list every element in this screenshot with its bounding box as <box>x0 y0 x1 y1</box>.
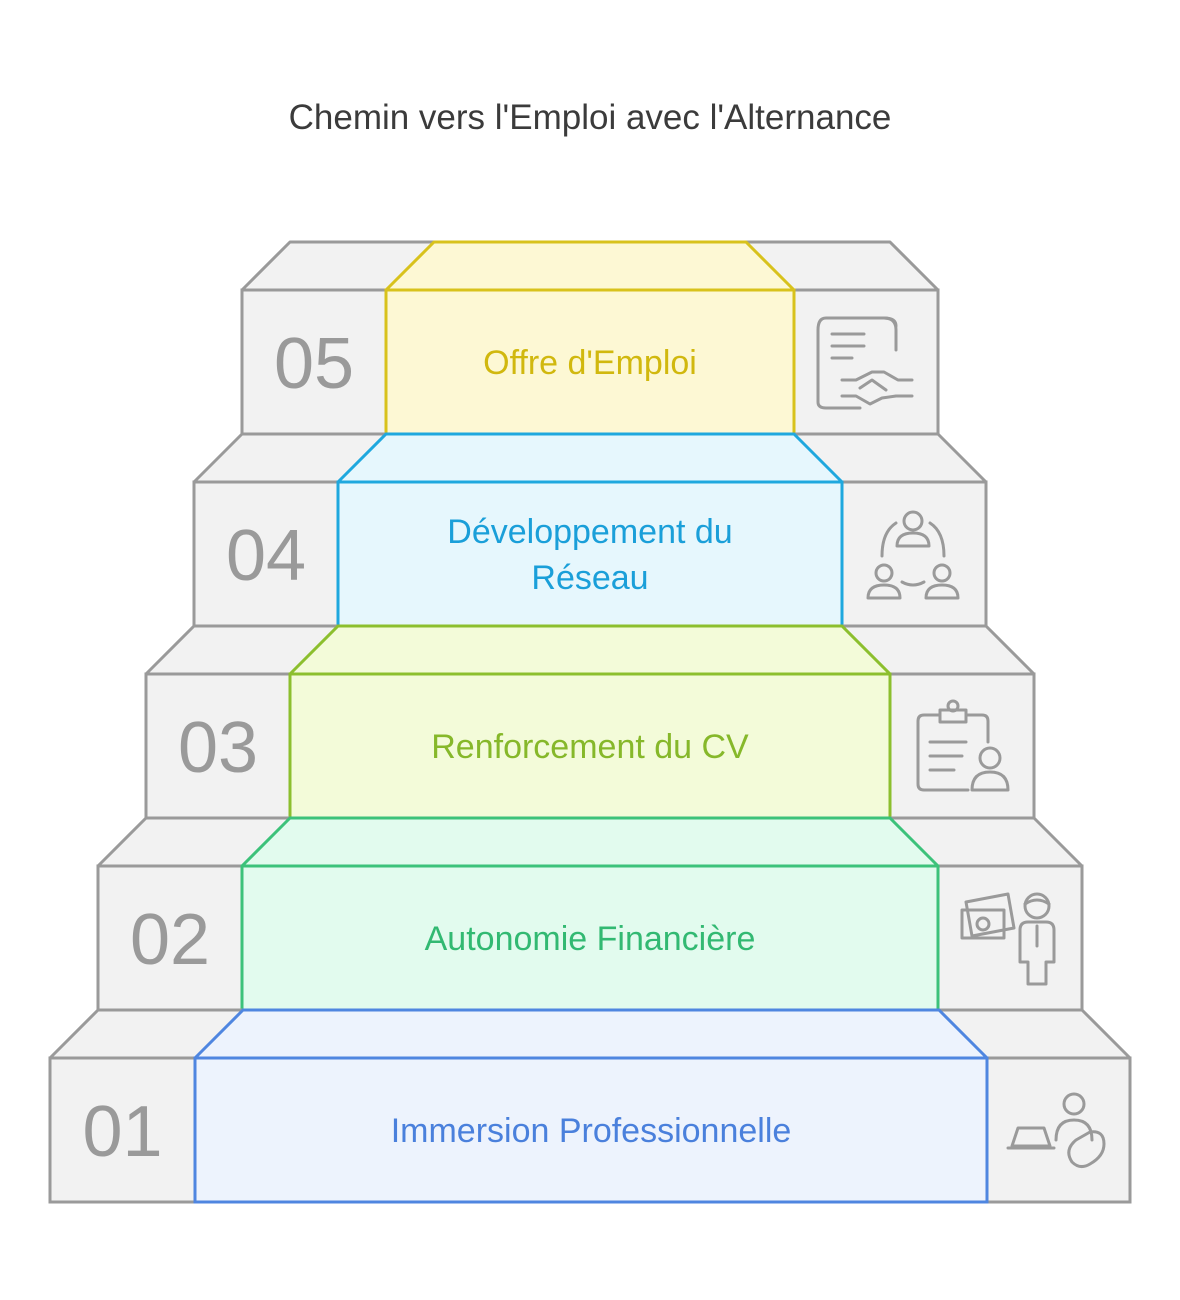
step-label: Immersion Professionnelle <box>391 1112 792 1150</box>
step-tread-colored <box>384 240 796 292</box>
step-label: Offre d'Emploi <box>483 344 697 382</box>
step-center-panel <box>240 864 940 1012</box>
step-label: Développement du <box>447 513 732 551</box>
step-center-panel <box>288 672 892 820</box>
step-01: 01 Immersion Professionnelle <box>48 1008 1132 1204</box>
step-tread-colored <box>240 816 940 868</box>
step-label: Renforcement du CV <box>431 728 749 766</box>
step-05: 05 Offre d'Emploi <box>240 240 940 436</box>
step-number: 04 <box>226 516 306 596</box>
laptop-person-icon <box>1006 1092 1106 1169</box>
step-number: 03 <box>178 708 258 788</box>
step-tread-colored <box>193 1008 989 1060</box>
step-number: 02 <box>130 900 210 980</box>
diagram-title: Chemin vers l'Emploi avec l'Alternance <box>288 98 892 137</box>
step-center-panel <box>384 288 796 436</box>
step-center-panel <box>193 1056 989 1204</box>
step-number: 01 <box>82 1092 162 1172</box>
money-person-icon <box>960 892 1056 986</box>
contract-handshake-icon <box>816 316 914 410</box>
clipboard-resume-icon <box>916 699 1010 792</box>
network-people-icon <box>866 510 960 600</box>
step-tread-colored <box>288 624 892 676</box>
step-label: Réseau <box>531 559 648 597</box>
step-04: 04 Développement du Réseau <box>192 432 988 628</box>
step-center-panel <box>336 480 844 628</box>
step-label: Autonomie Financière <box>425 920 756 958</box>
step-03: 03 Renforcement du CV <box>144 624 1036 820</box>
step-02: 02 Autonomie Financière <box>96 816 1084 1012</box>
step-number: 05 <box>274 324 354 404</box>
step-tread-colored <box>336 432 844 484</box>
